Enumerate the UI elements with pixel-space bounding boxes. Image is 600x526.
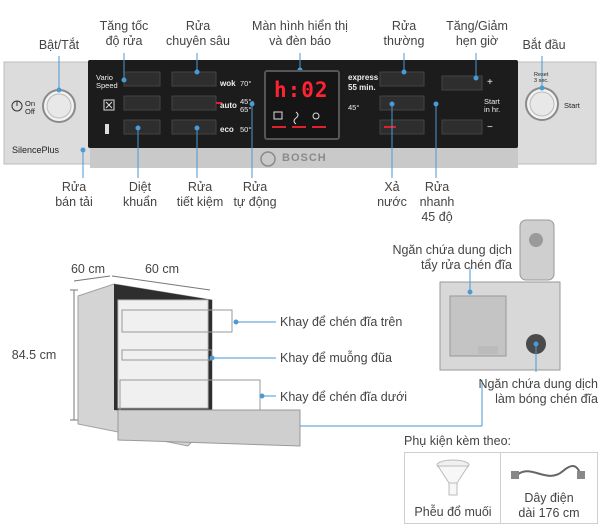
rack-cutlery-label: Khay để muỗng đũa [280, 351, 392, 365]
vario-speed-label: Vario Speed [96, 73, 118, 90]
dim-depth: 60 cm [144, 262, 180, 276]
cable-label: Dây điện dài 176 cm [518, 491, 580, 520]
eco-label: eco [220, 125, 234, 134]
rack-upper-label: Khay để chén đĩa trên [280, 315, 403, 329]
funnel-icon [436, 459, 470, 496]
display-time: h:02 [274, 78, 329, 102]
brand-logo: BOSCH [282, 152, 327, 164]
callout-half-load: Rửa bán tải [55, 180, 93, 209]
callout-power: Bật/Tắt [38, 38, 80, 52]
accessories-title: Phụ kiện kèm theo: [404, 434, 512, 448]
dim-height: 84.5 cm [11, 348, 57, 362]
callout-normal: Rửa thường [383, 19, 425, 48]
callout-auto: Rửa tự động [233, 180, 277, 209]
power-cable-icon [511, 465, 585, 479]
wok-temp: 70° [240, 79, 252, 88]
rinse-aid-label: Ngăn chứa dung dịch làm bóng chén đĩa [478, 377, 598, 406]
auto-label: auto [220, 101, 237, 110]
start-label: Start [564, 101, 580, 110]
rack-lower-label: Khay để chén đĩa dưới [280, 390, 408, 404]
callout-intensive: Rửa chuyên sâu [166, 19, 230, 48]
express-time: 55 min. [348, 83, 376, 92]
on-off-label: On Off [25, 99, 36, 116]
start-in-hr-label: Start in hr. [484, 97, 501, 114]
lcd-display: h:02 [264, 70, 340, 140]
silence-plus-label: SilencePlus [12, 145, 60, 155]
eco-temp: 50° [240, 125, 252, 134]
callout-eco: Rửa tiết kiệm [176, 180, 224, 209]
wok-label: wok [220, 79, 236, 88]
accessory-cable: Dây điện dài 176 cm [500, 452, 598, 524]
express-label: express [348, 73, 379, 82]
callout-rinse: Xả nước [377, 180, 407, 209]
salt-icon [293, 111, 299, 125]
callout-timer: Tăng/Giảm hẹn giờ [446, 19, 508, 48]
funnel-label: Phễu đổ muối [414, 505, 492, 519]
dim-width: 60 cm [70, 262, 106, 276]
detergent-label: Ngăn chứa dung dịch tẩy rửa chén đĩa [392, 243, 512, 272]
temp45-label: 45° [348, 103, 360, 112]
minus-label: − [487, 122, 493, 133]
plus-label: + [487, 77, 493, 88]
wash-icon [273, 111, 283, 120]
accessory-funnel: Phễu đổ muối [404, 452, 502, 524]
sun-icon [312, 112, 320, 120]
callout-display: Màn hình hiển thị và đèn báo [252, 19, 348, 48]
reset-label: Reset 3 sec. [534, 72, 549, 84]
auto-temp: 45°- 65° [240, 97, 254, 114]
callout-start: Bắt đầu [522, 38, 566, 52]
callout-quick45: Rửa nhanh 45 độ [419, 180, 455, 224]
callout-speed: Tăng tốc độ rửa [99, 19, 149, 48]
callout-sanitize: Diệt khuẩn [122, 180, 158, 209]
